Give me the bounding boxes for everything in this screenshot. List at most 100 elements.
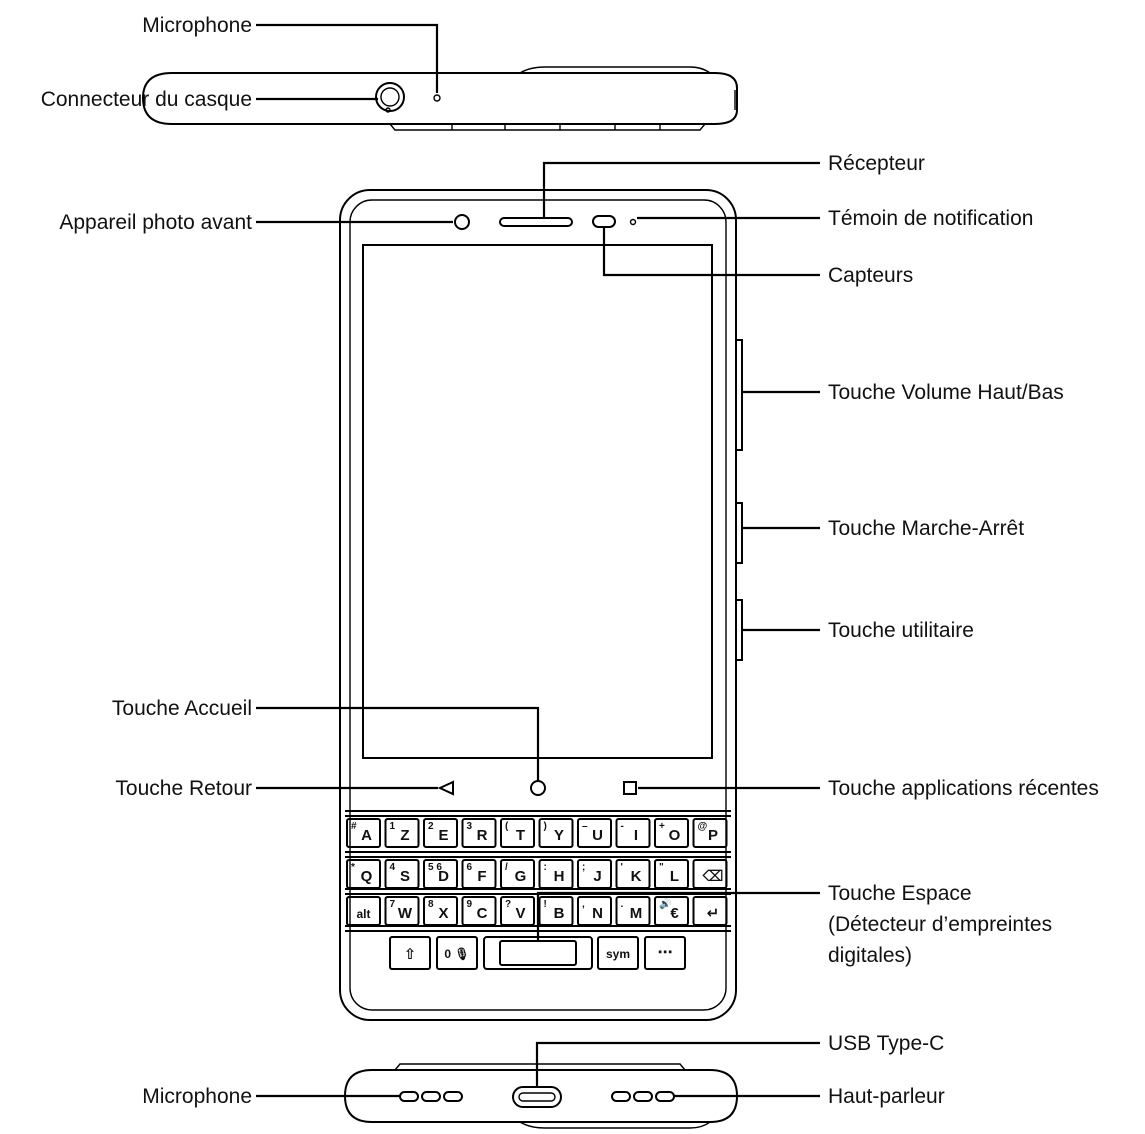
label-recent-apps-key: Touche applications récentes — [828, 777, 1099, 800]
key-alt-label: 5 6 — [428, 862, 442, 873]
key-row1-4 — [500, 818, 535, 848]
key-alt-label: , — [582, 899, 585, 910]
key-label: B — [554, 905, 565, 922]
key-row2-3 — [461, 859, 497, 889]
key-row2-8 — [654, 859, 689, 889]
key-label: P — [708, 827, 718, 844]
headset-jack-icon — [375, 82, 405, 112]
key-alt-label: * — [351, 862, 355, 873]
key-row3-0 — [346, 896, 381, 926]
home-key-icon — [530, 780, 546, 796]
key-alt-label: # — [351, 821, 357, 832]
recent-apps-key-icon — [623, 781, 637, 795]
key-alt-label: - — [621, 821, 624, 832]
key-label: V — [515, 905, 525, 922]
front-camera-icon — [454, 214, 470, 230]
key-alt-label: . — [621, 899, 624, 910]
key-row3-2 — [423, 896, 458, 926]
key-label: N — [592, 905, 603, 922]
key-label: A — [361, 827, 372, 844]
key-alt-label: – — [582, 821, 588, 832]
key-alt-label: 8 — [428, 899, 434, 910]
key-alt-label: ( — [505, 821, 509, 832]
label-power-key: Touche Marche-Arrêt — [828, 517, 1024, 540]
key-label: F — [477, 868, 486, 885]
bottom-edge-view — [343, 1063, 739, 1129]
label-back-key: Touche Retour — [115, 777, 252, 800]
key-alt-label: 3 — [467, 821, 473, 832]
key-row2-9 — [692, 859, 728, 889]
power-key-side — [735, 502, 743, 564]
key-alt-label: 7 — [390, 899, 396, 910]
key-alt-label: ' — [621, 862, 623, 873]
key-label: Q — [361, 868, 373, 885]
sym-key-label: sym — [606, 947, 630, 961]
receiver-grille-icon — [499, 217, 573, 227]
notification-led-icon — [629, 218, 637, 226]
key-label: ⌫ — [702, 868, 723, 885]
key-alt-label: 🔊 — [659, 897, 671, 910]
sym-key — [597, 936, 639, 970]
label-receiver: Récepteur — [828, 152, 925, 175]
key-label: alt — [356, 907, 370, 921]
key-row1-9 — [692, 818, 728, 848]
callout-labels: Microphone Connecteur du casque Récepteu… — [41, 14, 1099, 1108]
key-alt-label: ! — [544, 899, 547, 910]
key-alt-label: ? — [505, 899, 511, 910]
key-alt-label: 9 — [467, 899, 473, 910]
label-microphone-top: Microphone — [142, 14, 252, 37]
label-space-key-line2: (Détecteur d’empreintes — [828, 913, 1052, 936]
key-alt-label: 2 — [428, 821, 434, 832]
key-row2-6 — [577, 859, 612, 889]
sensors-icon — [592, 215, 616, 228]
key-alt-label: 1 — [390, 821, 396, 832]
key-alt-label: + — [659, 821, 665, 832]
key-label: W — [398, 905, 413, 922]
key-row3-4 — [500, 896, 535, 926]
key-alt-label: ; — [582, 862, 585, 873]
key-label: E — [438, 827, 448, 844]
speaker-grille-icon — [611, 1091, 631, 1102]
key-row3-1 — [384, 896, 420, 926]
volume-key-side — [735, 339, 743, 451]
key-row2-7 — [615, 859, 651, 889]
key-row3-5 — [538, 896, 574, 926]
key-label: Y — [554, 827, 564, 844]
label-front-camera: Appareil photo avant — [59, 211, 252, 234]
leader-lines — [256, 23, 820, 1098]
label-space-key-line3: digitales) — [828, 944, 912, 967]
key-row1-1 — [384, 818, 420, 848]
key-row3-6 — [577, 896, 612, 926]
voice-key — [436, 936, 478, 970]
key-label: M — [630, 905, 643, 922]
key-alt-label: / — [505, 862, 508, 873]
voice-key-label: 0 🎙 — [444, 947, 469, 961]
key-row1-2 — [423, 818, 458, 848]
key-alt-label: 4 — [390, 862, 396, 873]
key-row2-4 — [500, 859, 535, 889]
key-row3-3 — [461, 896, 497, 926]
key-row2-0 — [346, 859, 381, 889]
key-label: K — [631, 868, 642, 885]
label-headset-connector: Connecteur du casque — [41, 88, 252, 111]
key-label: U — [592, 827, 603, 844]
convenience-key-side — [735, 599, 743, 661]
top-microphone-hole-icon — [433, 94, 441, 102]
key-row3-7 — [615, 896, 651, 926]
label-home-key: Touche Accueil — [112, 697, 252, 720]
key-label: C — [477, 905, 488, 922]
key-label: X — [438, 905, 448, 922]
key-alt-label: 6 — [467, 862, 473, 873]
key-alt-label: : — [544, 862, 547, 873]
menu-key — [644, 936, 686, 970]
key-row1-8 — [654, 818, 689, 848]
key-row1-6 — [577, 818, 612, 848]
key-label: H — [554, 868, 565, 885]
shift-key-label: ⇧ — [404, 946, 417, 963]
key-label: € — [670, 905, 679, 922]
shift-key — [389, 936, 431, 970]
key-row1-5 — [538, 818, 574, 848]
key-label: ↵ — [707, 905, 720, 922]
